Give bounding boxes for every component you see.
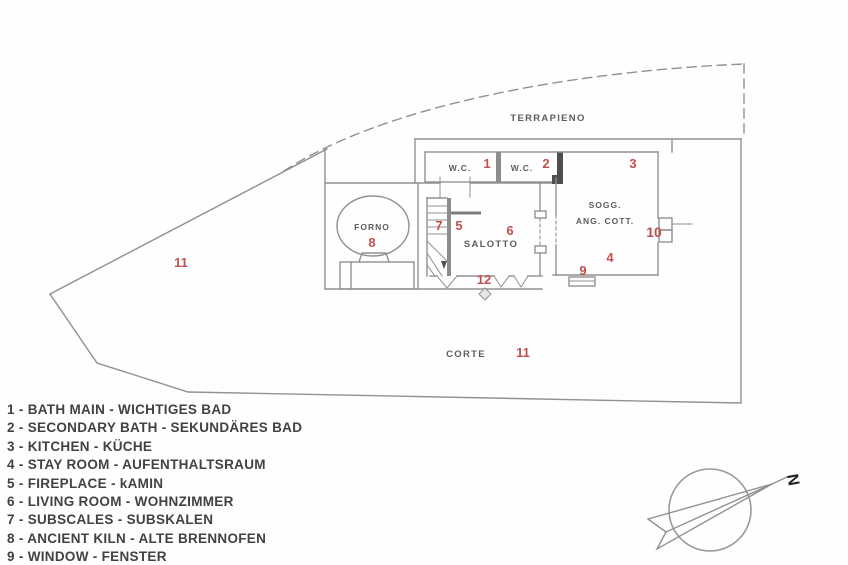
label-wc2: W.C. [511, 163, 533, 173]
marker-1: 1 [483, 156, 490, 171]
marker-3: 3 [629, 156, 636, 171]
property-boundary [49, 63, 745, 404]
wc-strip-outline [424, 151, 559, 183]
kiln-forno [336, 195, 415, 290]
boundary-dashed-curve [283, 63, 745, 172]
north-arrow-spine [665, 483, 773, 533]
legend: 1 - BATH MAIN - WICHTIGES BAD 2 - SECOND… [7, 401, 427, 565]
kiln-neck [358, 252, 390, 263]
legend-item: 5 - FIREPLACE - kAMIN [7, 475, 164, 491]
building-walls [324, 138, 557, 290]
legend-item: 2 - SECONDARY BATH - SEKUNDÄRES BAD [7, 420, 303, 436]
stair-winder [426, 252, 443, 277]
legend-item: 8 - ANCIENT KILN - ALTE BRENNOFEN [7, 530, 267, 546]
marker-10: 10 [646, 224, 662, 240]
legend-item: 4 - STAY ROOM - AUFENTHALTSRAUM [7, 457, 266, 473]
room-labels: TERRAPIENO W.C. W.C. FORNO SALOTTO SOGG.… [354, 113, 634, 360]
label-sogg-1: SOGG. [589, 200, 622, 210]
stair-direction-arrow [441, 261, 447, 269]
north-label: N [783, 473, 802, 487]
label-wc1: W.C. [449, 163, 471, 173]
label-salotto: SALOTTO [464, 239, 518, 250]
stair-right-wall [447, 198, 451, 276]
marker-4: 4 [606, 250, 614, 265]
label-terrapieno: TERRAPIENO [510, 113, 585, 124]
kiln-dome [336, 195, 410, 257]
label-forno: FORNO [354, 222, 390, 232]
pillar-upper [534, 210, 547, 219]
door-swing [436, 275, 458, 289]
legend-item: 6 - LIVING ROOM - WOHNZIMMER [7, 494, 234, 510]
label-sogg-2: ANG. COTT. [576, 216, 634, 226]
stair-winder [426, 240, 448, 262]
compass-circle [668, 468, 752, 552]
staircase [426, 197, 451, 277]
marker-2: 2 [542, 156, 549, 171]
kiln-base [339, 261, 415, 290]
marker-9: 9 [579, 263, 586, 278]
marker-5: 5 [455, 218, 462, 233]
marker-7: 7 [435, 218, 442, 233]
north-arrow [646, 483, 773, 551]
pillar-lower [534, 245, 547, 254]
legend-item: 7 - SUBSCALES - SUBSKALEN [7, 512, 214, 528]
wc-divider-wall [496, 152, 501, 182]
marker-6: 6 [506, 223, 513, 238]
legend-item: 1 - BATH MAIN - WICHTIGES BAD [7, 402, 232, 417]
window-10-lower [658, 229, 673, 243]
entrance-diamond [478, 287, 492, 301]
salotto-east-wall [534, 182, 547, 277]
marker-11-corte: 11 [516, 345, 530, 360]
compass: N [646, 468, 802, 552]
window-mark [493, 275, 510, 288]
wall-pier [552, 175, 563, 184]
marker-8: 8 [368, 235, 375, 250]
marker-11-hill: 11 [174, 255, 188, 270]
wc-rooms [424, 151, 659, 184]
legend-item: 9 - WINDOW - FENSTER [7, 549, 167, 565]
sogg-room-walls [552, 151, 659, 276]
doors-windows [436, 217, 693, 301]
legend-item: 3 - KITCHEN - KÜCHE [7, 438, 153, 454]
marker-12: 12 [477, 272, 491, 287]
boundary-diagonal [49, 148, 328, 295]
window-mark [513, 275, 529, 288]
stair-winder [426, 264, 436, 277]
boundary-bottom-right [49, 138, 742, 404]
thick-wall [557, 152, 563, 178]
markers: 1 2 3 4 5 6 7 8 9 10 11 11 12 [174, 156, 662, 360]
label-corte: CORTE [446, 349, 486, 360]
north-arrow-tip-line [771, 476, 788, 485]
